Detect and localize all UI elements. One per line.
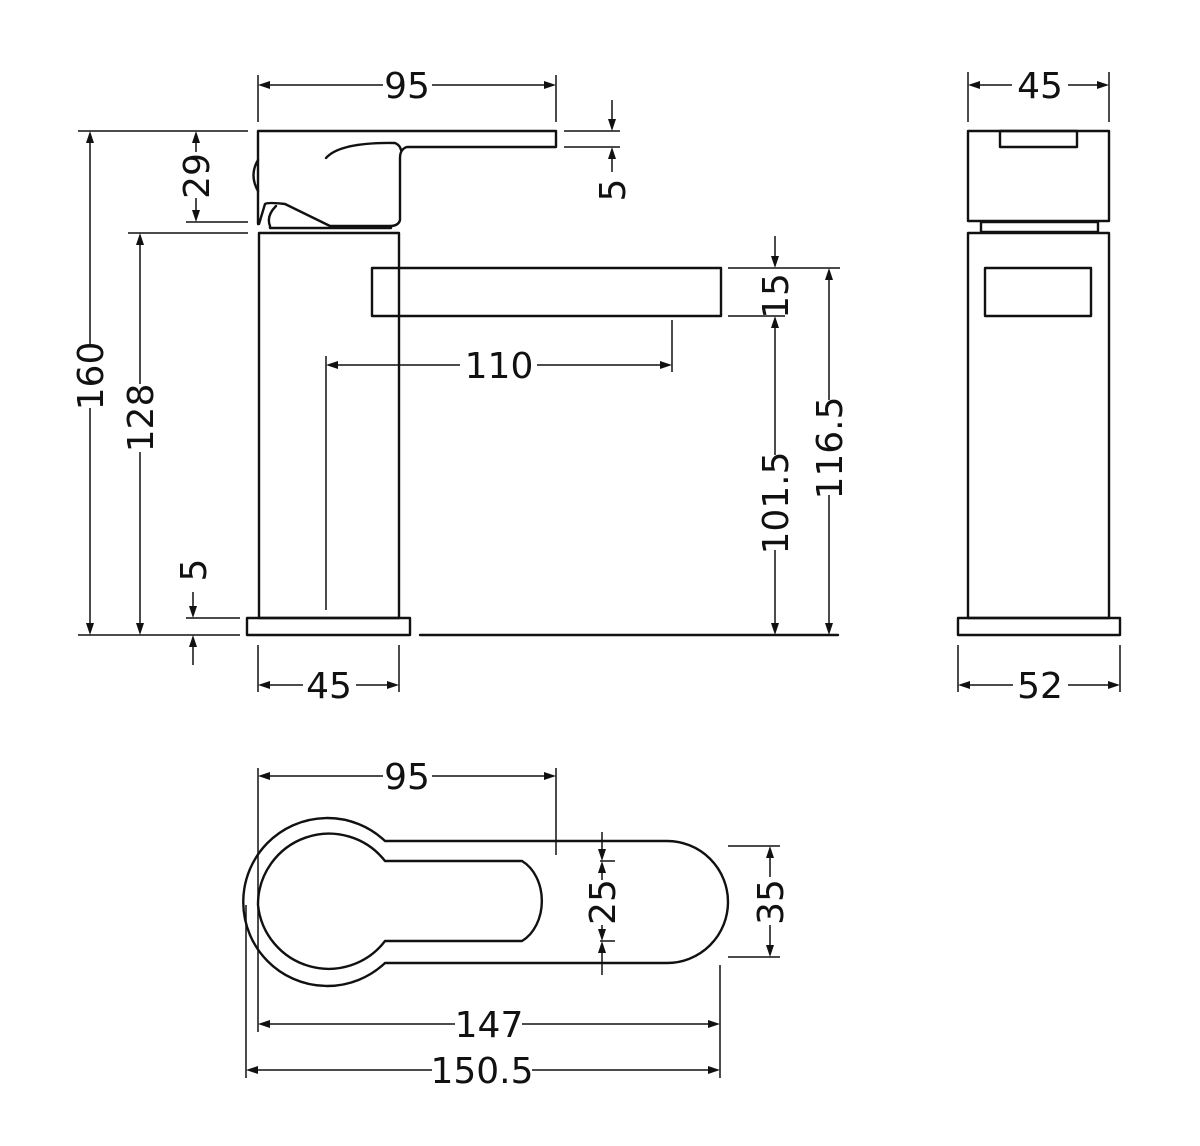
side-view [956, 129, 1122, 637]
front-view [245, 129, 840, 637]
dim-lever-height: 29 [177, 153, 218, 199]
arrowheads [86, 81, 1120, 1074]
lever-curve [324, 141, 403, 160]
dimension-labels: 95 160 128 29 5 15 101.5 116.5 110 5 45 … [71, 66, 1063, 1092]
top-lever-outline [256, 832, 543, 970]
dim-base-thickness: 5 [174, 559, 215, 582]
spout [370, 266, 723, 318]
side-base [956, 616, 1122, 637]
dim-spout-outlet-height: 101.5 [756, 451, 797, 554]
dim-body-height: 128 [121, 384, 162, 453]
neck [267, 204, 393, 230]
dim-side-base-width: 52 [1017, 666, 1063, 707]
extension-lines [78, 72, 1121, 1078]
top-outer-outline [242, 816, 730, 988]
dim-lever-thickness: 5 [593, 179, 634, 202]
side-aerator [983, 266, 1093, 318]
dim-spout-top-height: 116.5 [810, 396, 851, 499]
dim-lever-width: 25 [583, 879, 624, 925]
side-neck [979, 220, 1100, 234]
dim-front-lever-length: 95 [384, 66, 430, 107]
dim-spout-length: 147 [455, 1005, 524, 1046]
top-view [242, 816, 730, 988]
dim-overall-length: 150.5 [430, 1051, 533, 1092]
dimensions: 95 160 128 29 5 15 101.5 116.5 110 5 45 … [71, 66, 1121, 1092]
dim-side-top-width: 45 [1017, 66, 1063, 107]
lever-button [252, 158, 260, 193]
dim-spout-thickness: 15 [756, 273, 797, 319]
lever-handle [256, 129, 558, 228]
dim-body-width: 45 [306, 666, 352, 707]
body [257, 231, 401, 620]
side-lever-block [966, 129, 1111, 223]
base-plate [245, 616, 412, 637]
side-body [966, 231, 1111, 620]
dim-top-lever-length: 95 [384, 757, 430, 798]
dim-overall-height: 160 [71, 342, 112, 411]
dim-spout-width: 35 [751, 879, 792, 925]
side-lever-slot [998, 129, 1079, 149]
dim-spout-reach: 110 [465, 346, 534, 387]
